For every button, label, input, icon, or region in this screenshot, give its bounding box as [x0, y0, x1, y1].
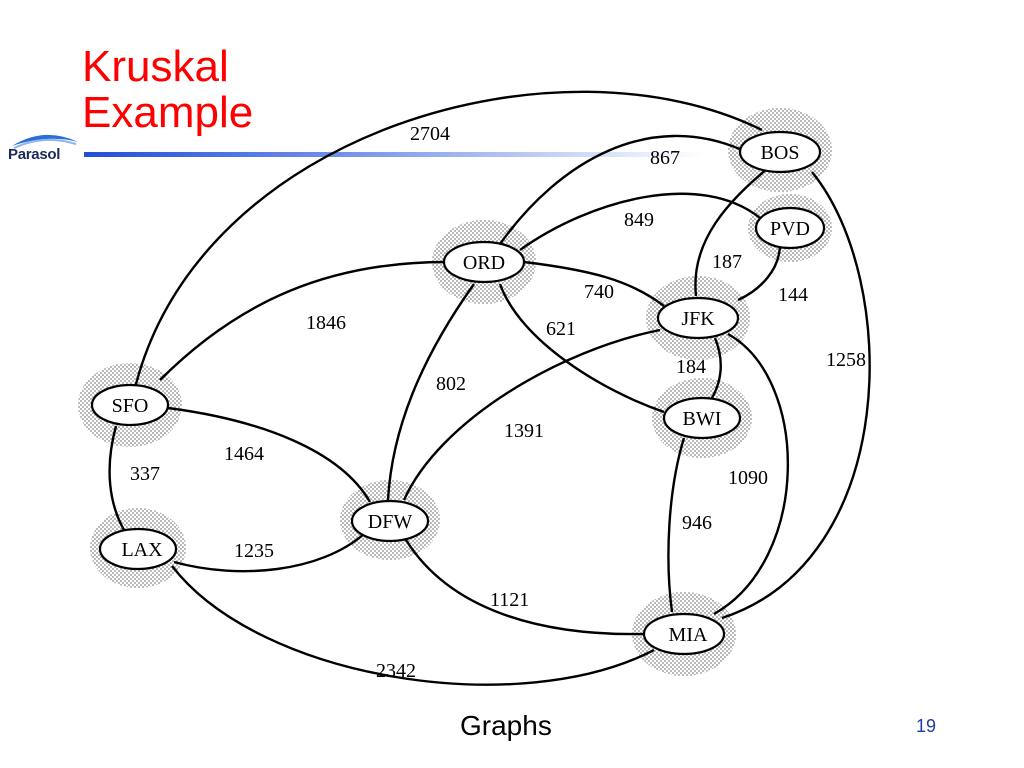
- edge-dfw-mia: [404, 539, 645, 636]
- node-label-jfk: JFK: [681, 308, 715, 330]
- weight-jfk-dfw: 1391: [504, 420, 544, 442]
- weight-jfk-bwi: 184: [676, 356, 706, 378]
- edge-jfk-bos: [694, 167, 769, 297]
- weight-jfk-mia: 1090: [728, 467, 768, 489]
- node-label-bwi: BWI: [683, 408, 722, 430]
- weight-ord-jfk: 740: [584, 281, 614, 303]
- weight-ord-pvd: 849: [624, 209, 654, 231]
- node-lax: LAX: [98, 527, 178, 571]
- weight-lax-dfw: 1235: [234, 540, 274, 562]
- node-label-ord: ORD: [463, 252, 505, 274]
- edge-ord-dfw: [386, 283, 475, 501]
- edge-sfo-bos: [133, 90, 763, 389]
- edge-lax-dfw: [173, 533, 365, 573]
- slide-title: Kruskal Example: [82, 44, 253, 136]
- weight-bos-mia: 1258: [826, 349, 866, 371]
- edge-jfk-bwi: [710, 337, 722, 399]
- parasol-logo-icon: [12, 134, 78, 149]
- node-label-lax: LAX: [121, 539, 163, 561]
- edge-ord-jfk: [523, 260, 665, 307]
- edge-bos-mia: [721, 171, 871, 620]
- edge-ord-bos: [499, 134, 743, 245]
- weight-ord-bwi: 621: [546, 318, 576, 340]
- node-bos: BOS: [738, 130, 822, 174]
- node-ord: ORD: [442, 240, 526, 284]
- edge-jfk-mia: [713, 332, 789, 616]
- weight-ord-dfw: 802: [436, 373, 466, 395]
- weight-sfo-ord: 1846: [306, 312, 346, 334]
- weight-sfo-dfw: 1464: [224, 443, 264, 465]
- edge-jfk-pvd: [737, 243, 782, 302]
- footer-title: Graphs: [460, 710, 552, 741]
- node-sfo: SFO: [90, 383, 170, 427]
- weight-ord-bos: 867: [650, 147, 680, 169]
- edge-sfo-dfw: [167, 406, 372, 503]
- graph-nodes: BOS PVD ORD JFK BWI SFO DFW LAX: [90, 130, 826, 656]
- edge-bwi-mia: [667, 437, 686, 613]
- logo-text: Parasol: [8, 146, 61, 163]
- edge-sfo-lax: [108, 425, 126, 531]
- node-dfw: DFW: [350, 499, 430, 543]
- weight-dfw-mia: 1121: [490, 589, 529, 611]
- graph-edges: [108, 90, 871, 686]
- node-mia: MIA: [642, 612, 726, 656]
- weight-jfk-pvd: 187: [712, 251, 742, 273]
- edge-ord-pvd: [519, 192, 761, 251]
- weight-jfk-bos: 144: [778, 284, 808, 306]
- title-rule: [84, 152, 704, 157]
- edge-weights: 2704 867 849 187 144 740 1846 621 184 12…: [130, 123, 866, 682]
- node-bwi: BWI: [662, 396, 742, 440]
- edge-ord-bwi: [498, 283, 665, 414]
- node-pvd: PVD: [754, 206, 826, 250]
- node-label-bos: BOS: [761, 142, 800, 164]
- title-line-2: Example: [82, 88, 254, 137]
- weight-sfo-bos: 2704: [410, 123, 450, 145]
- edge-lax-mia: [171, 565, 655, 686]
- title-line-1: Kruskal: [82, 42, 229, 91]
- node-label-pvd: PVD: [770, 218, 810, 240]
- node-label-dfw: DFW: [368, 511, 413, 533]
- weight-bwi-mia: 946: [682, 512, 712, 534]
- node-label-sfo: SFO: [112, 395, 149, 417]
- weight-lax-mia: 2342: [376, 660, 416, 682]
- weight-sfo-lax: 337: [130, 463, 160, 485]
- node-jfk: JFK: [656, 296, 740, 340]
- edge-sfo-ord: [159, 260, 447, 381]
- page-number: 19: [916, 716, 937, 736]
- node-label-mia: MIA: [669, 624, 708, 646]
- edge-jfk-dfw: [402, 328, 661, 501]
